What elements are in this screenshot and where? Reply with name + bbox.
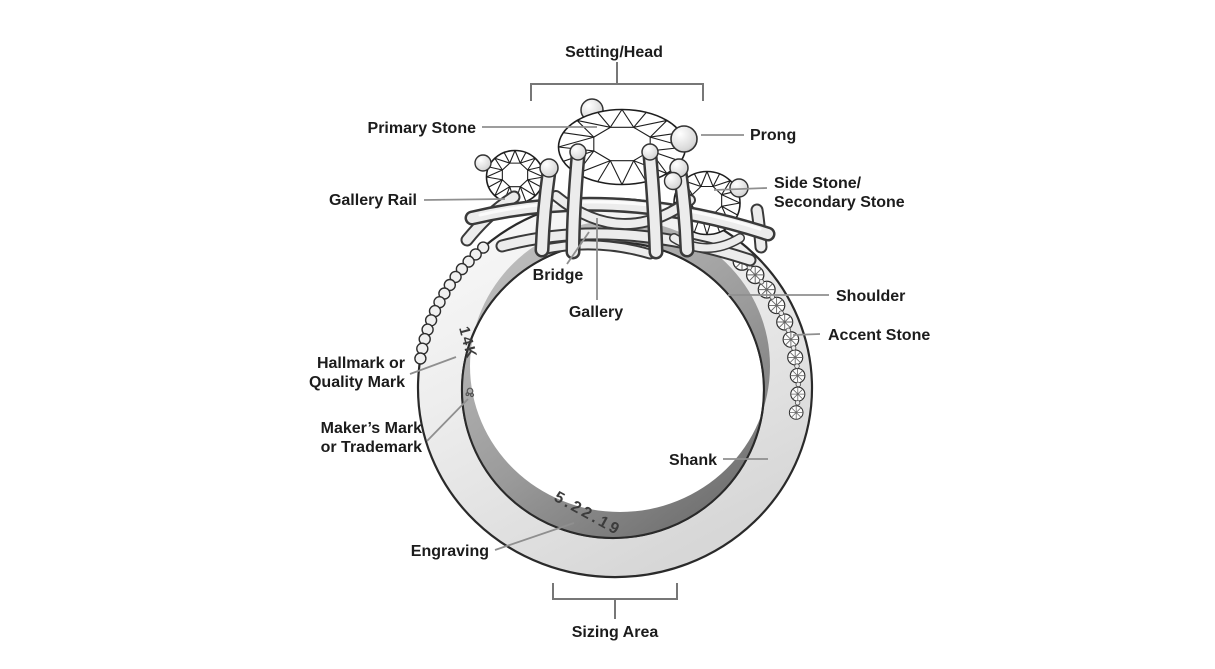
label-side-stone-line1: Side Stone/ xyxy=(774,175,862,192)
label-setting-head: Setting/Head xyxy=(565,44,663,61)
label-gallery-rail: Gallery Rail xyxy=(329,192,417,209)
label-hallmark-line2: Quality Mark xyxy=(309,374,405,391)
label-shank: Shank xyxy=(669,452,717,469)
makers-mark-symbol xyxy=(465,387,475,398)
connector-accent-stone xyxy=(792,333,821,336)
ring-illustration: 14K 5.22.19 xyxy=(414,98,814,579)
label-accent-stone: Accent Stone xyxy=(828,327,930,344)
connector-makers-mark xyxy=(426,398,469,442)
label-makers-mark-line2: or Trademark xyxy=(321,439,422,456)
connector-engraving xyxy=(494,522,575,551)
connector-bridge xyxy=(566,231,590,265)
label-side-stone-line2: Secondary Stone xyxy=(774,194,905,211)
connector-hallmark xyxy=(409,356,457,375)
accent-stones-right xyxy=(732,251,806,420)
label-prong: Prong xyxy=(750,127,796,144)
connector-gallery-rail xyxy=(423,198,506,201)
ring-head xyxy=(460,98,776,267)
connector-side-stone xyxy=(713,187,768,191)
accent-stones-left-edge xyxy=(414,241,490,365)
label-sizing-area: Sizing Area xyxy=(572,624,659,641)
gallery-rail-bar xyxy=(464,196,776,242)
prong-ball-front xyxy=(670,125,698,153)
label-shoulder: Shoulder xyxy=(836,288,905,305)
label-engraving: Engraving xyxy=(411,543,489,560)
bridge-bar xyxy=(535,239,656,260)
label-gallery: Gallery xyxy=(569,304,623,321)
label-hallmark-line1: Hallmark or xyxy=(317,355,405,372)
label-primary-stone: Primary Stone xyxy=(368,120,477,137)
annotations: Setting/Head Primary Stone Prong Gallery… xyxy=(309,44,930,641)
bracket-setting-head xyxy=(530,62,704,101)
label-makers-mark-line1: Maker’s Mark xyxy=(321,420,422,437)
label-bridge: Bridge xyxy=(533,267,584,284)
bracket-sizing-area xyxy=(552,583,678,619)
